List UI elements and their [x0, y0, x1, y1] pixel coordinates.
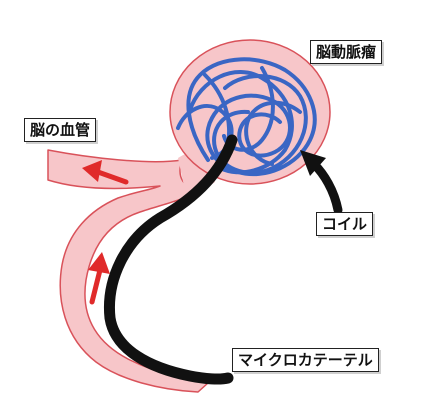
coil-pointer-arrow — [300, 150, 343, 215]
coil-label: コイル — [316, 212, 374, 236]
catheter-label: マイクロカテーテル — [232, 348, 379, 372]
blood-flow-arrow-up — [88, 252, 110, 305]
blood-flow-arrow-left — [82, 160, 129, 185]
vessel-label: 脳の血管 — [24, 118, 97, 142]
micro-catheter — [103, 134, 238, 385]
aneurysm-label: 脳動脈瘤 — [310, 40, 383, 64]
